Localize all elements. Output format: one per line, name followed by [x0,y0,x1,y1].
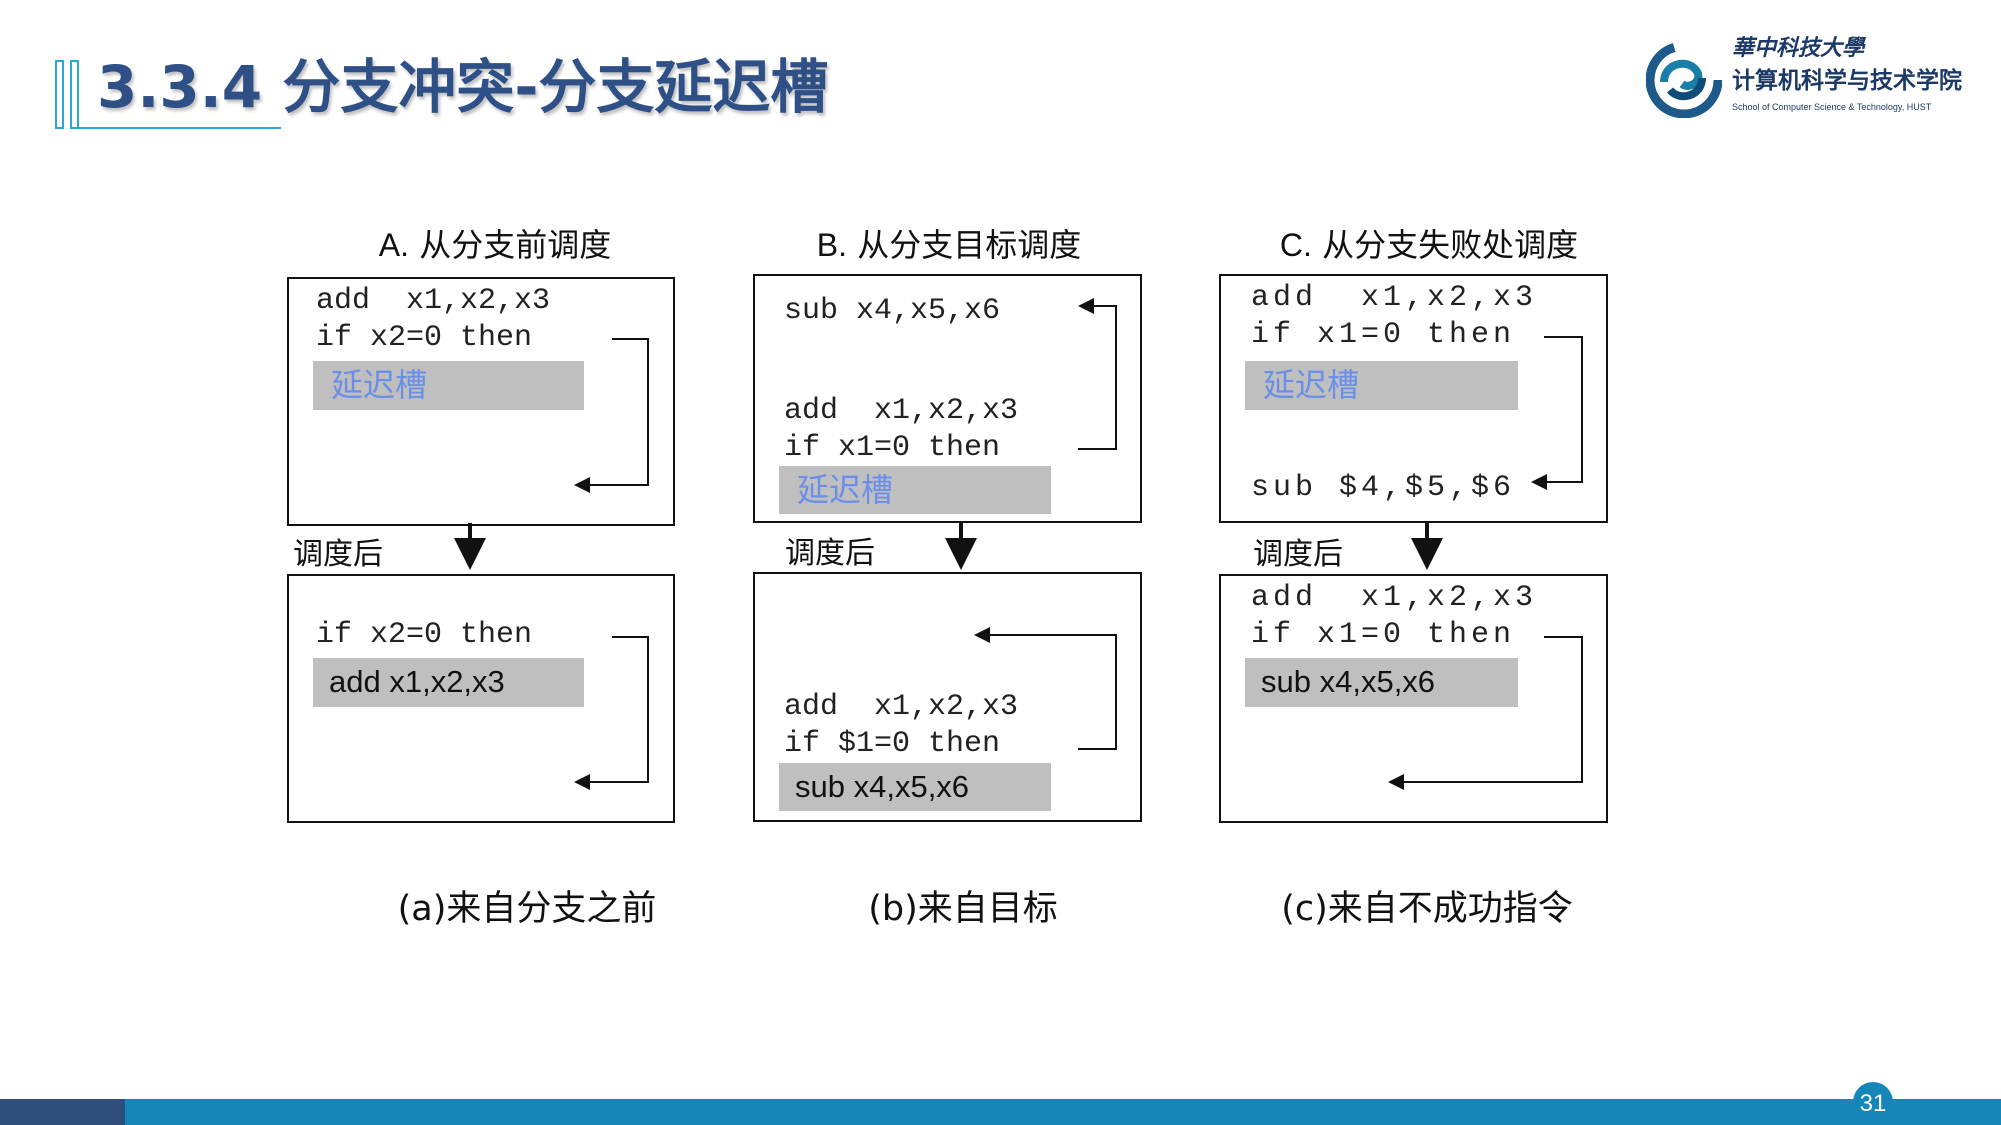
delay-slot: 延迟槽 [1245,361,1518,410]
delay-slot-label: 延迟槽 [331,366,428,404]
code-line: add x1,x2,x3 [316,284,551,318]
swirl-logo-icon [1646,42,1722,118]
panel-heading-text: 从分支目标调度 [857,226,1082,264]
code-line: if $1=0 then [784,727,1001,761]
code-line: add x1,x2,x3 [1251,581,1538,615]
code-line: if x1=0 then [784,431,1001,465]
panel-b-after-box: add x1,x2,x3 if $1=0 then sub x4,x5,x6 [753,572,1142,822]
panel-letter: B. [816,227,848,263]
delay-slot-instruction: sub x4,x5,x6 [795,769,970,804]
panel-a-heading: A. 从分支前调度 [379,226,611,264]
panel-b-heading: B. 从分支目标调度 [817,226,1081,264]
title-bar-decoration [55,60,64,129]
after-schedule-label: 调度后 [293,537,383,572]
delay-slot-label: 延迟槽 [797,471,894,509]
code-line: add x1,x2,x3 [784,394,1019,428]
panel-c-heading: C. 从分支失败处调度 [1280,226,1578,264]
panel-letter: C. [1279,227,1312,263]
after-schedule-label: 调度后 [1253,537,1343,572]
university-logo: 華中科技大學 计算机科学与技术学院 School of Computer Sci… [1646,34,1986,126]
slide-title: 3.3.4 分支冲突-分支延迟槽 [97,53,829,121]
code-line: if x1=0 then [1251,618,1516,652]
branch-arrow [974,627,1117,750]
branch-arrow [574,338,649,493]
panel-letter: A. [378,227,410,263]
delay-slot-instruction: add x1,x2,x3 [329,664,505,699]
delay-slot-label: 延迟槽 [1263,366,1360,404]
panel-c-caption: (c)来自不成功指令 [1281,889,1573,929]
code-line: sub $4,$5,$6 [1251,471,1516,505]
logo-school-english: School of Computer Science & Technology,… [1732,102,1932,112]
page-number-badge [1853,1082,1893,1125]
delay-slot: sub x4,x5,x6 [1245,658,1518,707]
logo-school-name: 计算机科学与技术学院 [1732,68,1962,94]
title-underline [79,127,281,129]
delay-slot-instruction: sub x4,x5,x6 [1261,664,1436,699]
delay-slot: 延迟槽 [313,361,584,410]
delay-slot: add x1,x2,x3 [313,658,584,707]
panel-heading-text: 从分支失败处调度 [1322,226,1579,264]
branch-arrow [1388,636,1583,790]
footer-bar-dark-segment [0,1099,125,1125]
logo-university-name: 華中科技大學 [1732,35,1865,61]
branch-arrow [1078,298,1117,450]
page-number: 31 [1859,1090,1887,1117]
branch-arrow [574,636,649,790]
delay-slot: 延迟槽 [779,466,1051,514]
branch-arrow [1531,336,1583,490]
title-bar-decoration [70,60,79,129]
code-line: if x1=0 then [1251,318,1516,352]
code-line: if x2=0 then [316,321,533,355]
panel-b-before-box: sub x4,x5,x6 add x1,x2,x3 if x1=0 then 延… [753,274,1142,523]
panel-heading-text: 从分支前调度 [419,226,612,264]
code-line: add x1,x2,x3 [1251,281,1538,315]
panel-b-caption: (b)来自目标 [868,889,1058,929]
code-line: add x1,x2,x3 [784,690,1019,724]
footer-bar [0,1099,2001,1125]
code-line: if x2=0 then [316,618,533,652]
delay-slot: sub x4,x5,x6 [779,763,1051,811]
after-schedule-label: 调度后 [785,536,875,571]
code-line: sub x4,x5,x6 [784,294,1001,328]
panel-a-caption: (a)来自分支之前 [397,889,657,929]
panel-a-before-box: add x1,x2,x3 if x2=0 then 延迟槽 [287,277,675,526]
